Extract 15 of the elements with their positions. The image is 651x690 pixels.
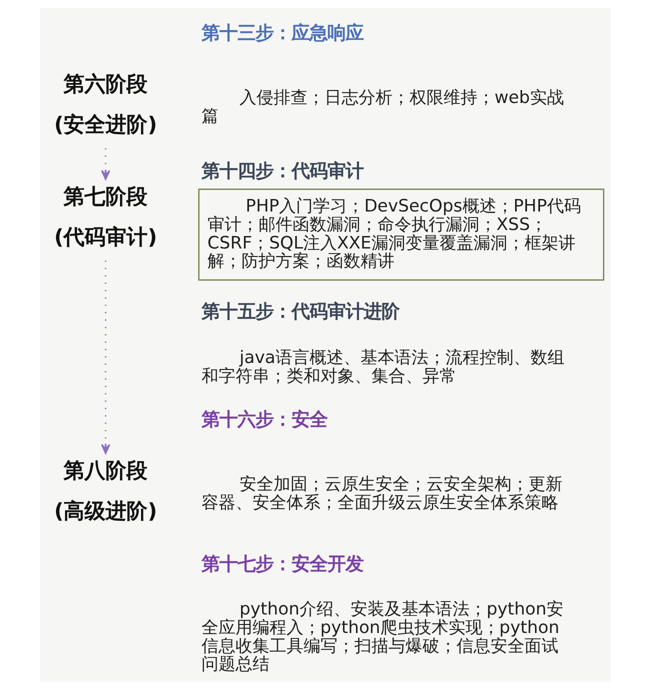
label: python介绍、安装及基本语法；python安全应用编程入；python爬虫技术实现；python信息收集工具编写；扫描与爆破；信息安全面试问题总结 (201, 599, 564, 675)
label: 入侵排查；日志分析；权限维持；web实战篇 (201, 88, 564, 126)
arrow (101, 260, 110, 454)
node-box: PHP入门学习；DevSecOps概述；PHP代码审计；邮件函数漏洞；命令执行漏洞；XSS；CSRF；SQL注入XXE漏洞变量覆盖漏洞；框架讲解；防护方案；函数精讲 (198, 188, 604, 281)
label: 第十六步：安全 (201, 409, 328, 430)
node-label: 第十四步：代码审计 (201, 160, 364, 182)
node-text: 第六阶段 (安全进阶) (54, 72, 158, 137)
node-text: 第八阶段 (高级进阶) (54, 458, 158, 524)
label: 第十三步：应急响应 (201, 22, 364, 44)
arrow (101, 148, 110, 180)
label: 第十五步：代码审计进阶 (201, 301, 400, 322)
label: 第十七步：安全开发 (201, 554, 364, 576)
node-text: 第七阶段 (代码审计) (54, 184, 158, 249)
label: java语言概述、基本语法；流程控制、数组和字符串；类和对象、集合、异常 (201, 348, 564, 386)
label: 安全加固；云原生安全；云安全架构；更新容器、安全体系；全面升级云原生安全体系策略 (201, 474, 562, 513)
